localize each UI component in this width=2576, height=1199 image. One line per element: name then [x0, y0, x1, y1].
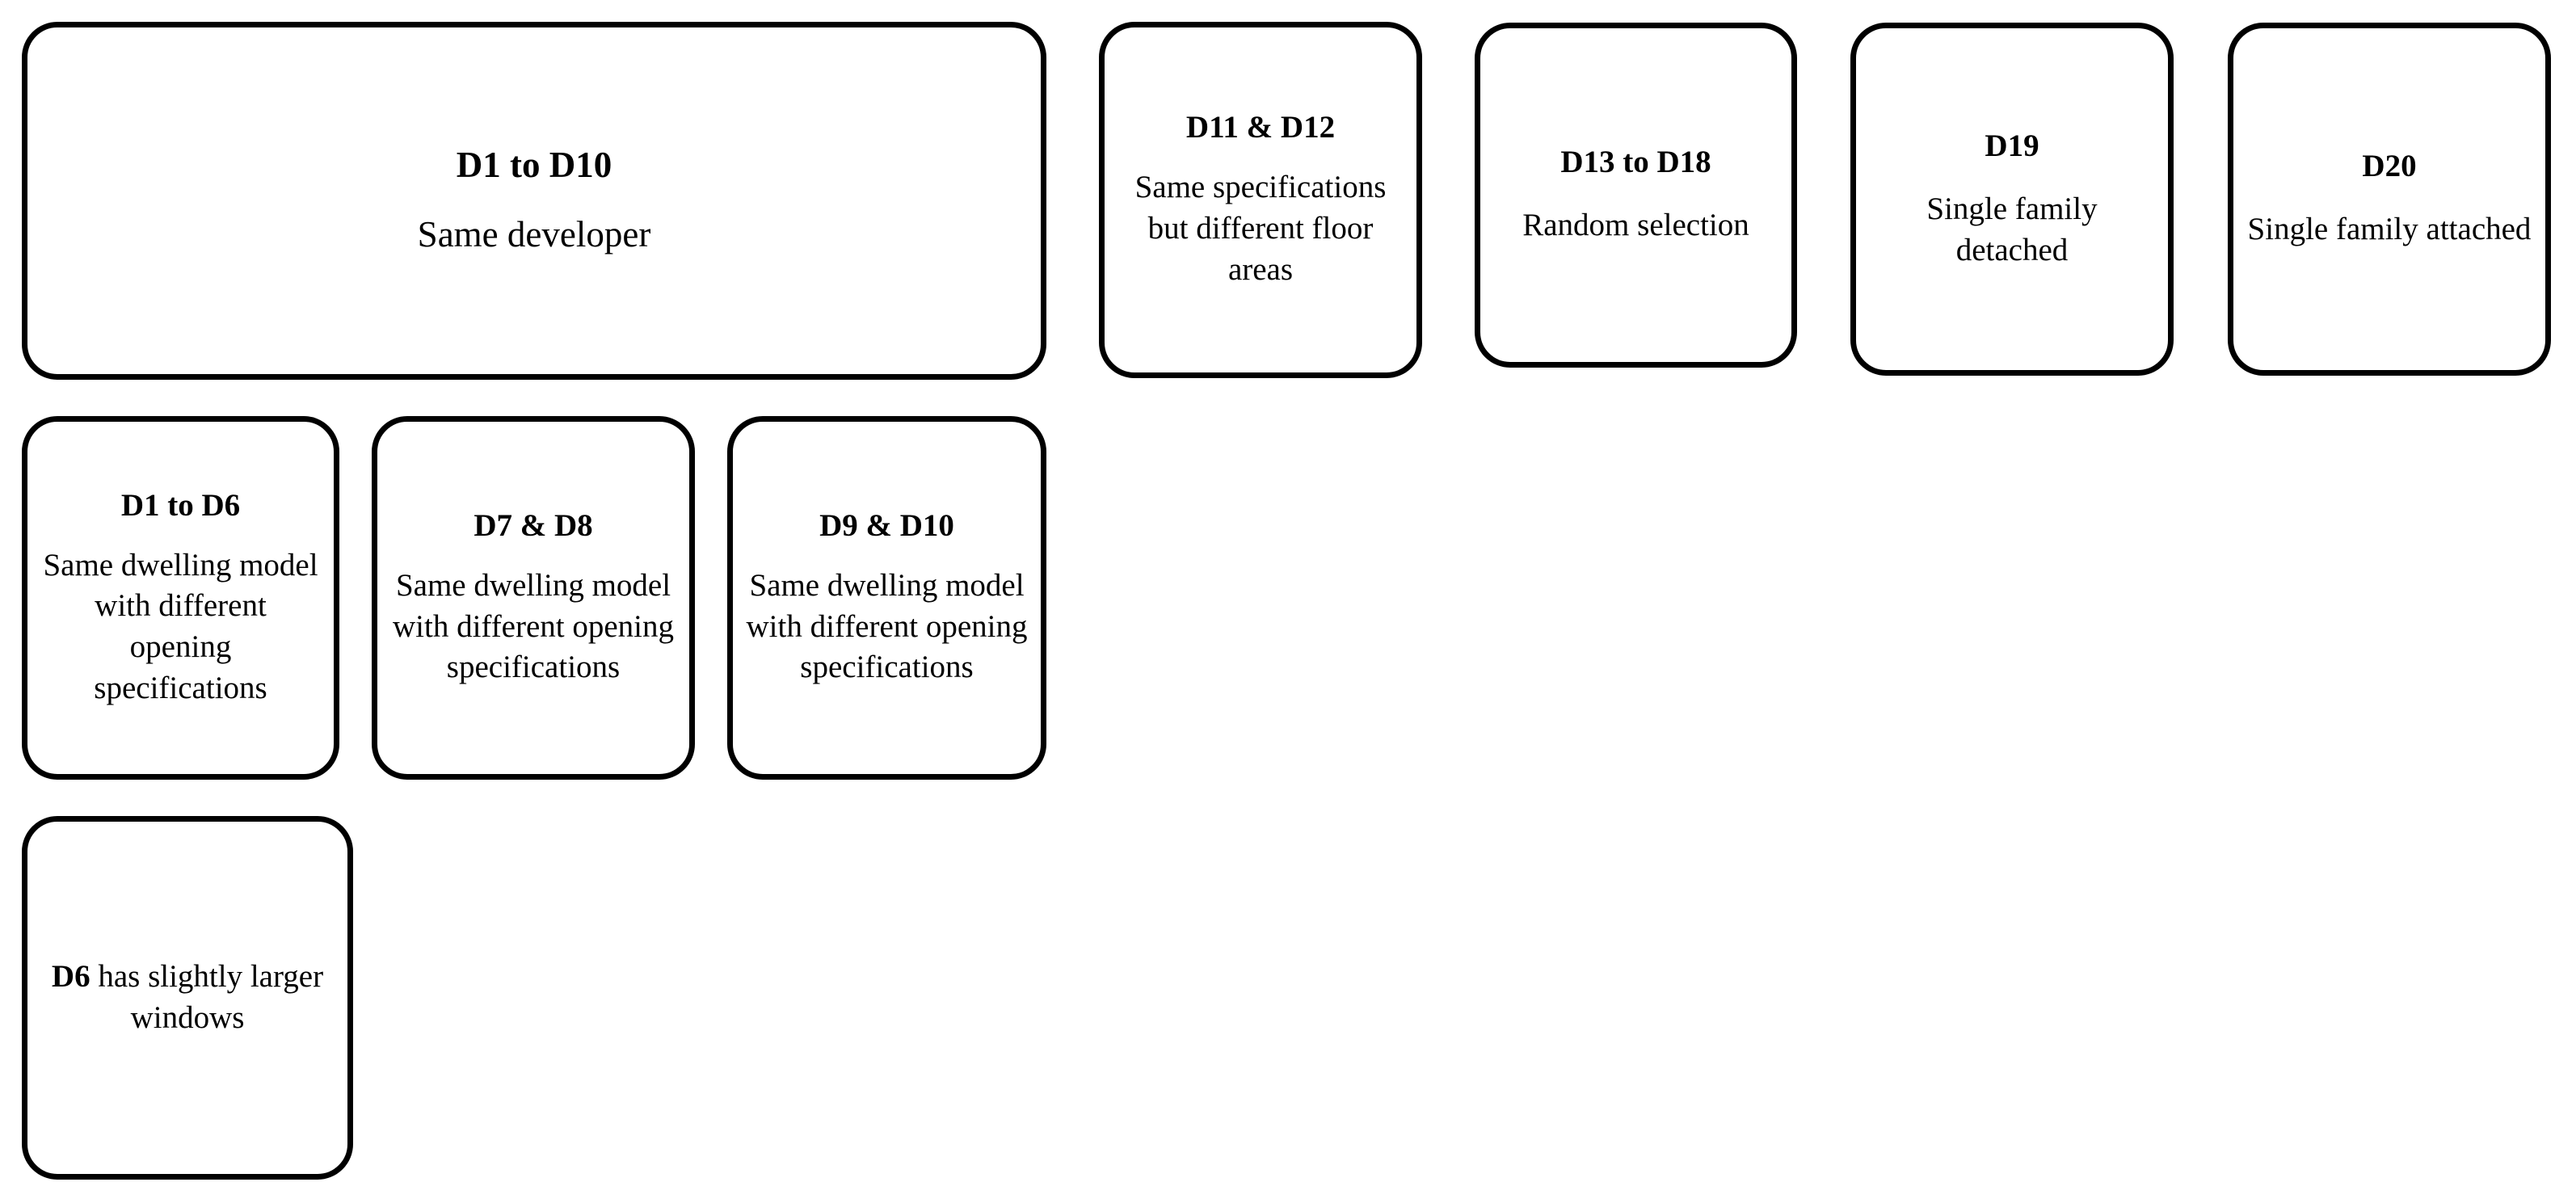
node-body-d1-to-d10: Same developer: [417, 213, 651, 255]
node-note-text-d6: has slightly larger windows: [90, 959, 324, 1035]
node-title-d13-to-d18: D13 to D18: [1560, 145, 1711, 180]
node-title-d7-and-d8: D7 & D8: [474, 507, 593, 543]
node-title-d1-to-d6: D1 to D6: [120, 487, 241, 523]
node-body-d19: Single family detached: [1926, 191, 2098, 267]
node-title-d20: D20: [2362, 149, 2417, 184]
node-body-d11-and-d12: Same specifications but different floor …: [1134, 170, 1387, 287]
node-title-d19: D19: [1985, 128, 2039, 163]
node-title-d11-and-d12: D11 & D12: [1185, 110, 1336, 145]
node-d9-and-d10[interactable]: D9 & D10 Same dwelling model with differ…: [727, 416, 1046, 780]
node-body-d7-and-d8: Same dwelling model with different openi…: [392, 567, 675, 685]
node-note-lead-d6: D6: [51, 959, 90, 995]
node-d1-to-d6[interactable]: D1 to D6 Same dwelling model with differ…: [22, 416, 339, 780]
node-d1-to-d10[interactable]: D1 to D10 Same developer: [22, 22, 1046, 380]
node-d20[interactable]: D20 Single family attached: [2228, 23, 2551, 376]
node-d11-and-d12[interactable]: D11 & D12 Same specifications but differ…: [1099, 22, 1422, 378]
node-d13-to-d18[interactable]: D13 to D18 Random selection: [1475, 23, 1797, 368]
node-title-d1-to-d10: D1 to D10: [456, 144, 612, 185]
node-d6-note[interactable]: D6 has slightly larger windows: [22, 816, 353, 1180]
node-d7-and-d8[interactable]: D7 & D8 Same dwelling model with differe…: [372, 416, 695, 780]
node-d19[interactable]: D19 Single family detached: [1850, 23, 2174, 376]
node-title-d9-and-d10: D9 & D10: [819, 507, 954, 543]
node-body-d20: Single family attached: [2247, 212, 2532, 247]
node-body-d6-note: D6 has slightly larger windows: [40, 957, 335, 1038]
node-body-d9-and-d10: Same dwelling model with different openi…: [746, 567, 1028, 685]
node-body-d13-to-d18: Random selection: [1522, 208, 1749, 243]
node-body-d1-to-d6: Same dwelling model with different openi…: [43, 547, 318, 705]
